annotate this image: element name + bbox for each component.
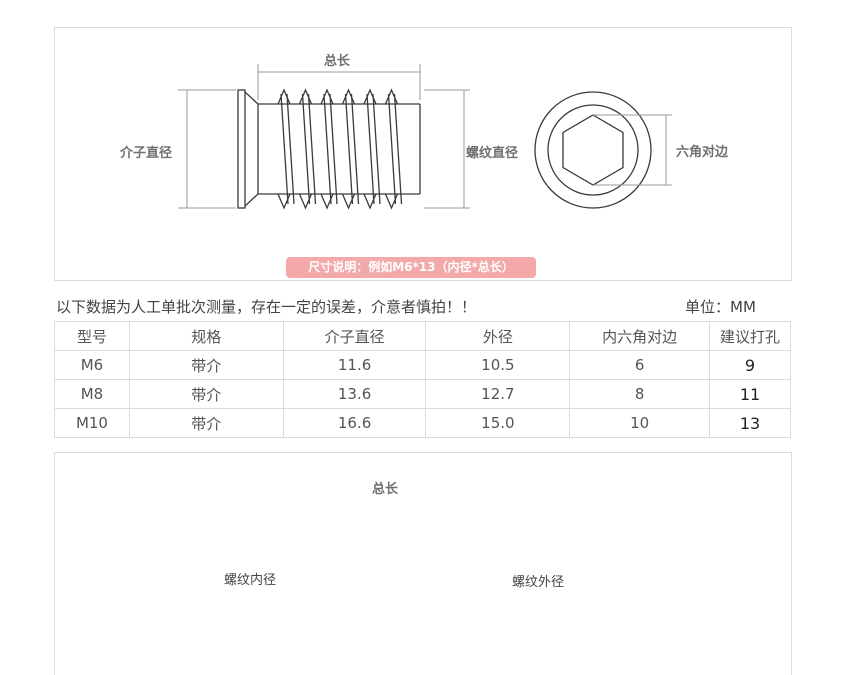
header-spec: 规格 — [128, 321, 284, 351]
thread-crest — [277, 88, 295, 210]
thread-crest — [341, 88, 360, 210]
thread-diameter-dimension — [424, 89, 470, 209]
header-outer-diameter: 外径 — [425, 321, 571, 351]
thread-diameter-label: 螺纹直径 — [466, 146, 519, 161]
insert-end-view — [534, 91, 652, 209]
table-row: M6 带介 11.6 10.5 6 9 — [54, 350, 791, 380]
header-model: 型号 — [54, 321, 130, 351]
flanged-insert-diagram-panel — [54, 27, 792, 281]
thread-crest — [298, 88, 317, 210]
flange-diameter-dimension — [178, 89, 236, 209]
thread-crest — [363, 88, 381, 210]
cell-flange-diameter: 16.6 — [282, 408, 427, 438]
total-length-label-bottom: 总长 — [372, 482, 399, 497]
thread-inner-diameter-label: 螺纹内径 — [224, 573, 277, 588]
thread-crest — [384, 88, 403, 210]
header-flange-diameter: 介子直径 — [282, 321, 427, 351]
cell-hex-across-flats: 8 — [569, 379, 711, 409]
thread-crest — [320, 88, 338, 210]
table-row: M8 带介 13.6 12.7 8 11 — [54, 379, 791, 409]
hex-socket — [562, 114, 624, 186]
flange — [237, 89, 246, 209]
cell-recommended-hole: 13 — [709, 408, 791, 438]
cell-hex-across-flats: 6 — [569, 350, 711, 380]
thread-crests — [277, 88, 403, 210]
cell-spec: 带介 — [128, 408, 284, 438]
size-note-badge: 尺寸说明：例如M6*13（内径*总长） — [286, 257, 536, 278]
hex-across-flats-dimension — [593, 114, 672, 186]
cell-outer-diameter: 12.7 — [425, 379, 571, 409]
header-hex-across-flats: 内六角对边 — [569, 321, 711, 351]
cell-model: M8 — [54, 379, 130, 409]
flanged-insert-side-view — [237, 88, 421, 210]
header-recommended-hole: 建议打孔 — [709, 321, 791, 351]
cell-hex-across-flats: 10 — [569, 408, 711, 438]
flange-diameter-label: 介子直径 — [120, 146, 173, 161]
cell-spec: 带介 — [128, 350, 284, 380]
hex-across-flats-label: 六角对边 — [676, 145, 729, 160]
unit-label: 单位：MM — [685, 298, 756, 316]
cell-flange-diameter: 11.6 — [282, 350, 427, 380]
cell-spec: 带介 — [128, 379, 284, 409]
table-header-row: 型号 规格 介子直径 外径 内六角对边 建议打孔 — [54, 321, 791, 351]
spec-table: 型号 规格 介子直径 外径 内六角对边 建议打孔 M6 带介 11.6 10.5… — [54, 321, 791, 438]
cell-flange-diameter: 13.6 — [282, 379, 427, 409]
cell-model: M6 — [54, 350, 130, 380]
measurement-disclaimer: 以下数据为人工单批次测量，存在一定的误差，介意者慎拍！！ — [56, 298, 477, 316]
cell-model: M10 — [54, 408, 130, 438]
cell-recommended-hole: 11 — [709, 379, 791, 409]
cell-outer-diameter: 10.5 — [425, 350, 571, 380]
insert-thread-diagram-panel — [54, 452, 792, 675]
table-row: M10 带介 16.6 15.0 10 13 — [54, 408, 791, 438]
thread-outer-diameter-label: 螺纹外径 — [512, 575, 565, 590]
cell-outer-diameter: 15.0 — [425, 408, 571, 438]
cell-recommended-hole: 9 — [709, 350, 791, 380]
total-length-label: 总长 — [324, 54, 351, 69]
total-length-dimension — [257, 64, 421, 100]
